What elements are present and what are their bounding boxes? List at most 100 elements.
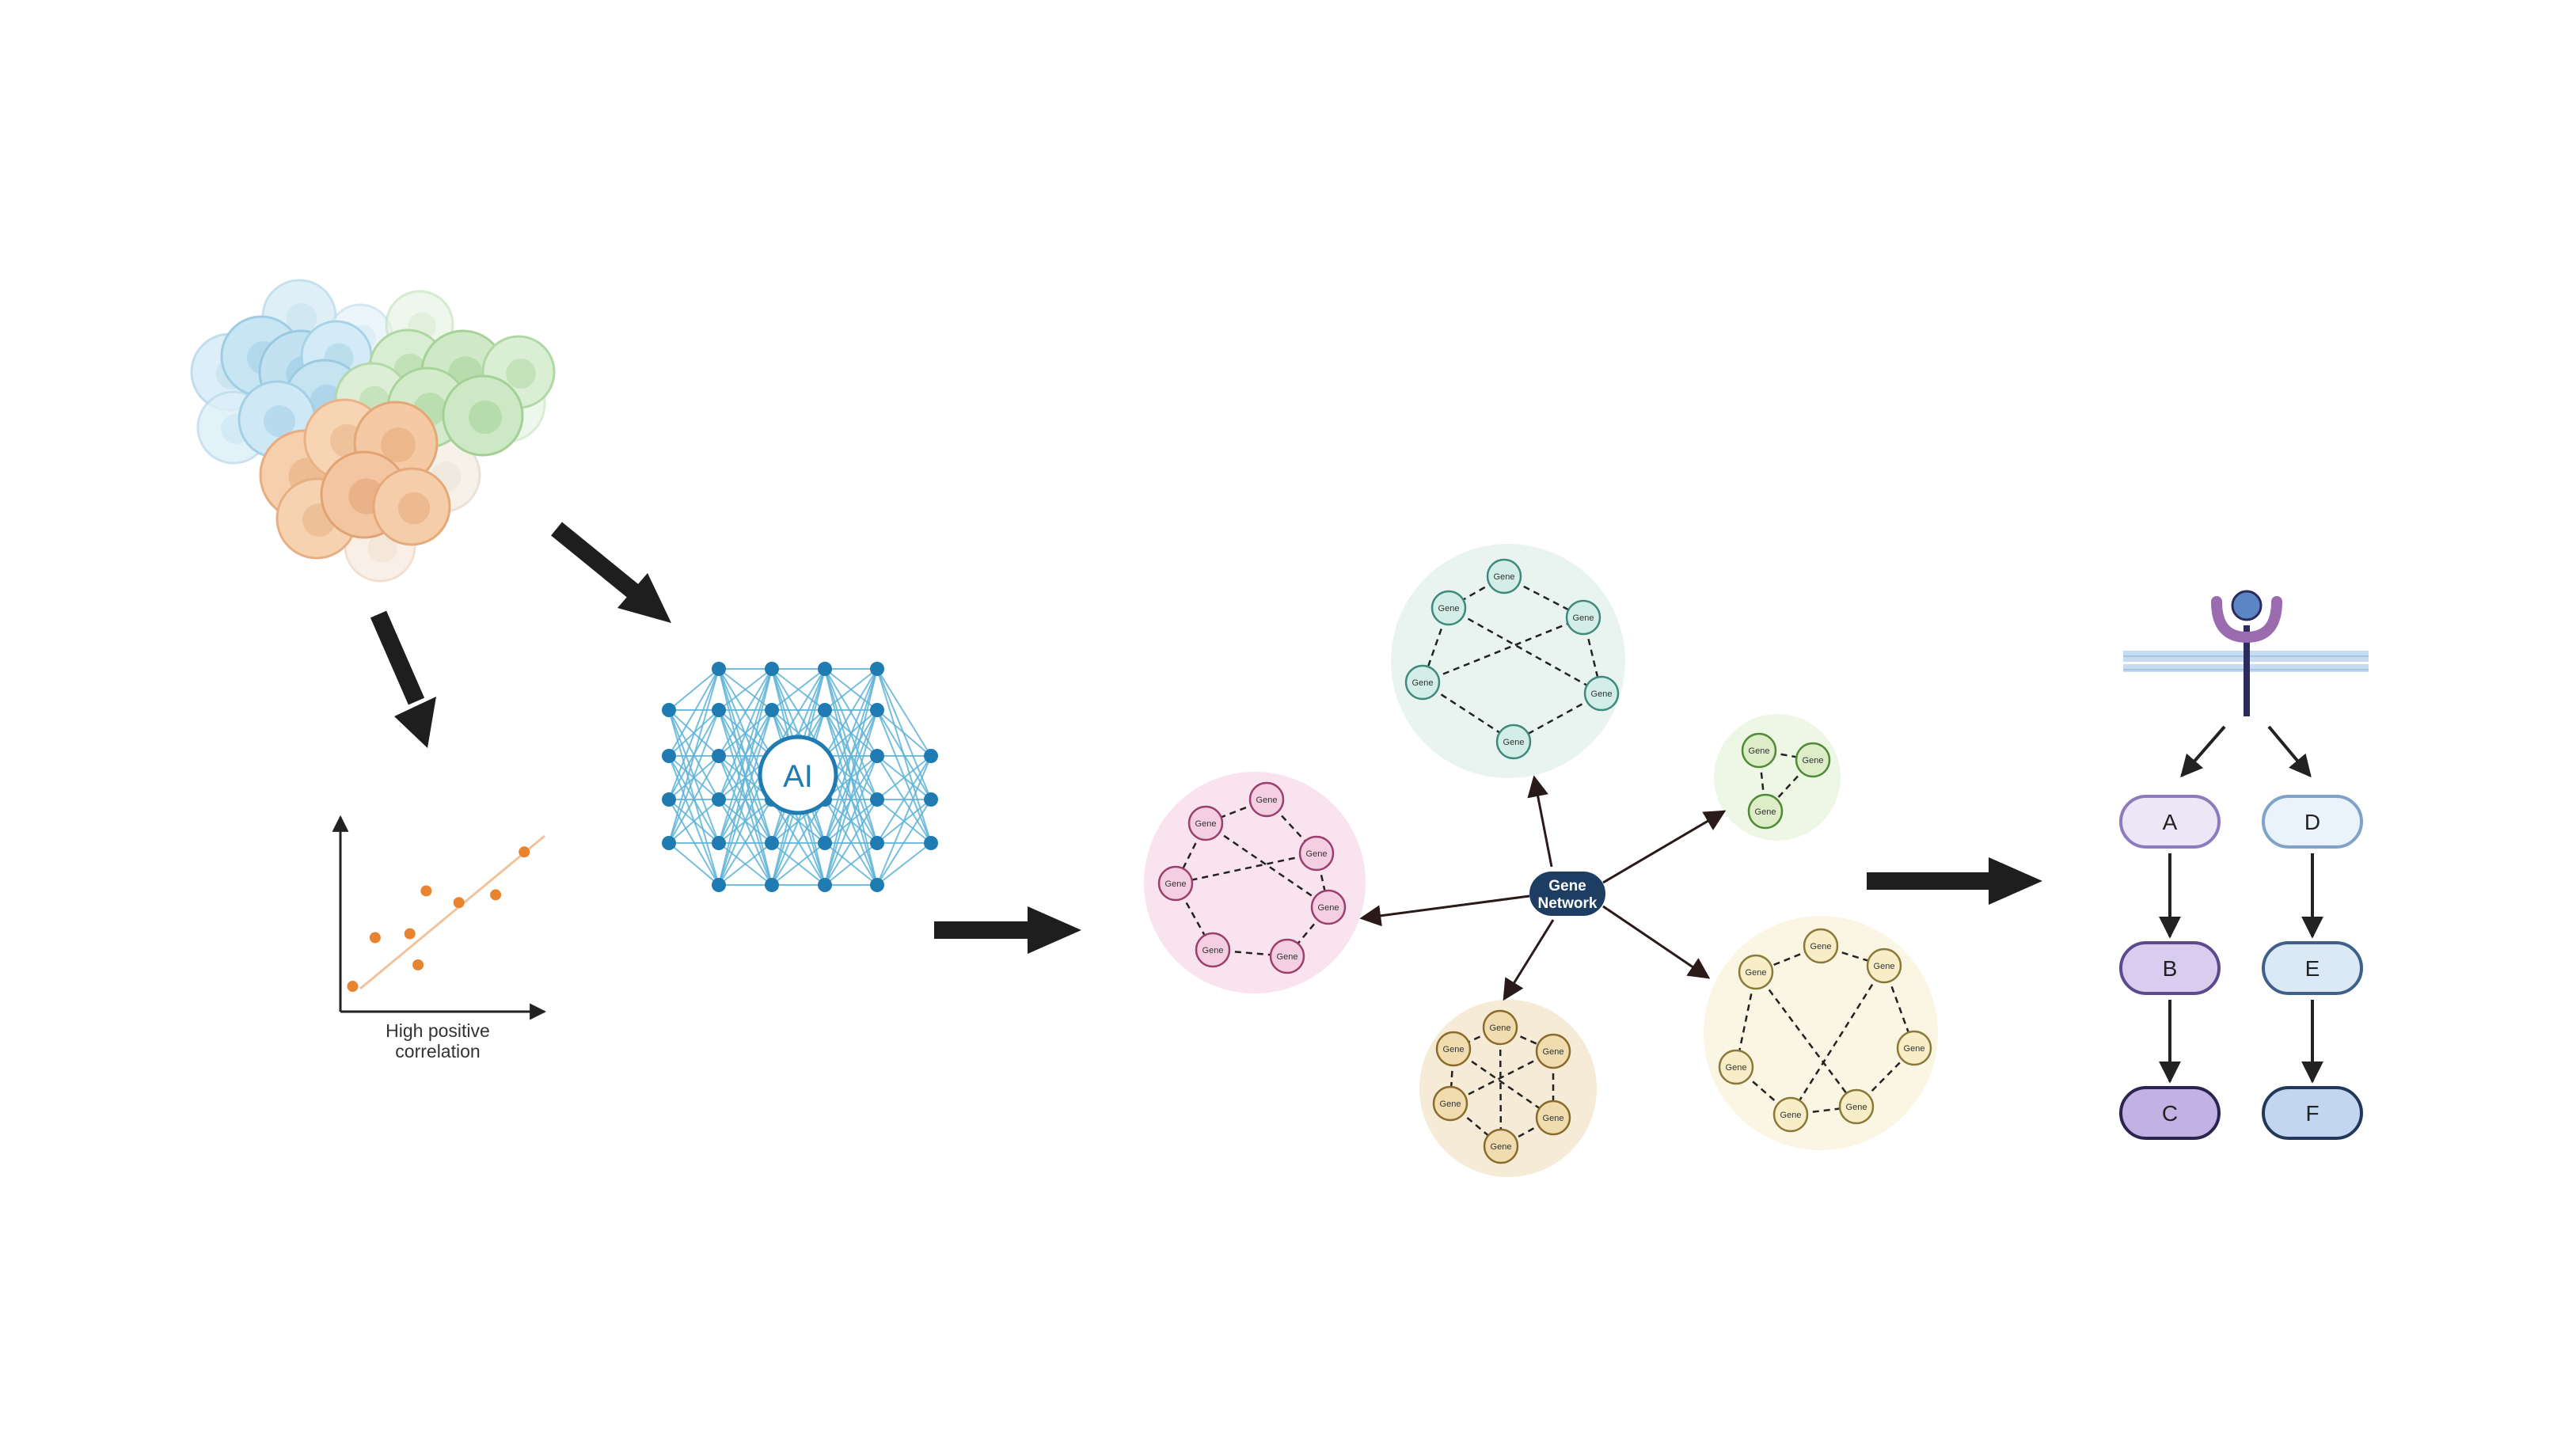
arrow-network-to-pathway (1867, 857, 2042, 905)
gene-node: Gene (1187, 805, 1224, 841)
nn-nodes (662, 662, 938, 892)
gene-node: Gene (1535, 1099, 1571, 1136)
nn-node (924, 749, 938, 763)
gene-node: Gene (1310, 889, 1347, 925)
scatter-caption-line1: High positive (386, 1020, 490, 1041)
pathway-node-e: E (2262, 941, 2363, 995)
nn-node (662, 703, 676, 717)
nn-node (712, 749, 726, 763)
gene-node-label: Gene (1810, 942, 1832, 951)
scatter-point (412, 959, 424, 970)
nn-node (924, 836, 938, 850)
pathway-node-a: A (2119, 795, 2221, 849)
correlation-scatter-plot: High positive correlation (332, 815, 547, 1062)
gene-node: Gene (1432, 1085, 1468, 1122)
cell-cluster-icon (190, 279, 556, 583)
gene-node-label: Gene (1306, 849, 1328, 859)
gene-node-label: Gene (1440, 1099, 1461, 1109)
nn-node (712, 703, 726, 717)
cell (442, 374, 524, 457)
gene-node: Gene (1157, 865, 1194, 902)
pathway-node-label: F (2305, 1101, 2319, 1126)
gene-node: Gene (1738, 954, 1774, 990)
nn-node (662, 792, 676, 807)
nn-node (712, 878, 726, 892)
gene-node-label: Gene (1746, 968, 1767, 978)
pathway-node-label: E (2305, 956, 2320, 981)
gene-node: Gene (1435, 1031, 1472, 1067)
gene-node: Gene (1583, 675, 1620, 712)
gene-node: Gene (1718, 1049, 1754, 1085)
gene-node: Gene (1565, 599, 1601, 636)
nn-node (765, 703, 779, 717)
scatter-point (420, 885, 432, 897)
gene-node-label: Gene (1846, 1103, 1867, 1112)
gene-node-label: Gene (1755, 807, 1776, 817)
pathway-node-d: D (2262, 795, 2363, 849)
gene-node-label: Gene (1726, 1063, 1747, 1073)
gene-node-label: Gene (1573, 613, 1594, 623)
gene-node-label: Gene (1494, 572, 1515, 582)
gene-node-label: Gene (1749, 746, 1770, 756)
scatter-point (453, 897, 465, 909)
nn-node (712, 792, 726, 807)
nn-node (924, 792, 938, 807)
gene-node: Gene (1803, 928, 1839, 964)
gene-node-label: Gene (1591, 689, 1613, 699)
cell (372, 467, 451, 546)
membrane-receptor-icon (2211, 590, 2282, 716)
nn-node (870, 836, 884, 850)
gene-node-label: Gene (1195, 819, 1217, 829)
nn-node (765, 662, 779, 676)
gene-node: Gene (1269, 938, 1305, 974)
gene-node-label: Gene (1412, 678, 1434, 688)
hub-label-line2: Network (1538, 895, 1598, 912)
gene-node-label: Gene (1780, 1111, 1802, 1120)
gene-network-hub: Gene Network (1529, 872, 1605, 916)
arrow-cells-to-scatter (370, 610, 436, 748)
gene-node: Gene (1486, 558, 1522, 594)
gene-node: Gene (1248, 781, 1285, 818)
ai-label: AI (783, 759, 813, 794)
nn-node (870, 792, 884, 807)
gene-node: Gene (1741, 732, 1777, 769)
ai-badge (758, 735, 838, 815)
gene-node-label: Gene (1443, 1045, 1465, 1054)
pathway-node-b: B (2119, 941, 2221, 995)
gene-node: Gene (1195, 932, 1231, 968)
gene-node: Gene (1430, 590, 1467, 626)
hub-arrows (1359, 775, 1727, 1001)
nn-node (818, 878, 832, 892)
nn-node (662, 749, 676, 763)
gene-node: Gene (1747, 793, 1784, 830)
nn-node (818, 662, 832, 676)
scatter-points (347, 846, 530, 993)
gene-node-label: Gene (1438, 604, 1460, 613)
hub-label-line1: Gene (1548, 878, 1586, 894)
trend-line (359, 834, 545, 990)
gene-node: Gene (1483, 1128, 1519, 1164)
nn-node (712, 662, 726, 676)
gene-node-label: Gene (1490, 1024, 1511, 1033)
nn-node (870, 662, 884, 676)
gene-node: Gene (1866, 948, 1902, 984)
gene-node: Gene (1298, 835, 1335, 872)
gene-node-label: Gene (1277, 952, 1298, 962)
nn-node (662, 836, 676, 850)
gene-node-label: Gene (1543, 1114, 1564, 1123)
pathway-node-f: F (2262, 1086, 2363, 1140)
gene-node: Gene (1535, 1033, 1571, 1069)
gene-node-label: Gene (1803, 756, 1824, 765)
gene-node: Gene (1404, 664, 1441, 701)
scatter-point (519, 846, 530, 858)
scatter-caption-line2: correlation (395, 1041, 480, 1062)
gene-node-label: Gene (1165, 879, 1187, 889)
gene-node-label: Gene (1874, 962, 1895, 971)
